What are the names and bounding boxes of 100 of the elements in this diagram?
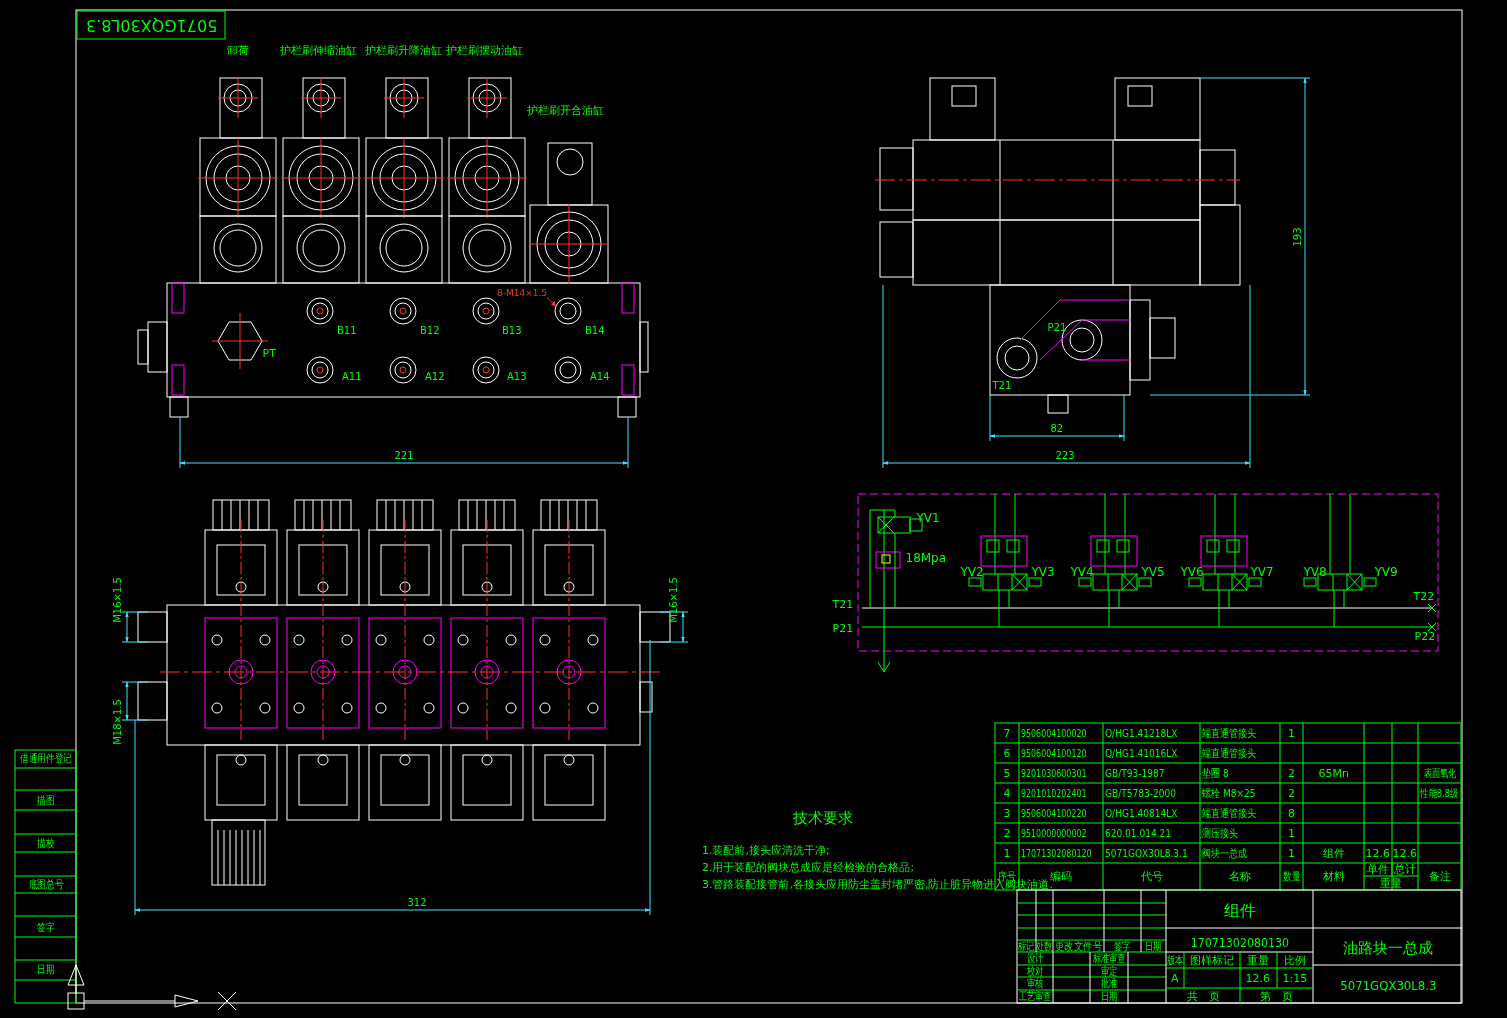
table-entry: 620.01.014.21 bbox=[1105, 827, 1171, 839]
valve-label: YV6 bbox=[1180, 566, 1204, 578]
part-title: 护栏刷伸缩油缸 bbox=[279, 44, 357, 56]
port-label: B13 bbox=[502, 326, 522, 336]
form-label: 描校 bbox=[37, 837, 55, 849]
note-text: 1.装配前,接头应清洗干净; bbox=[702, 844, 830, 856]
form-label: 比例 bbox=[1284, 954, 1306, 966]
valve-label: YV3 bbox=[1031, 566, 1055, 578]
table-entry: 9510000000002 bbox=[1021, 827, 1087, 839]
port-label: A13 bbox=[507, 372, 527, 382]
part-title: 护栏刷摆动油缸 bbox=[445, 44, 523, 56]
table-entry: 8 bbox=[1288, 807, 1295, 819]
table-entry: 9506004100120 bbox=[1021, 747, 1087, 759]
port-label: T21 bbox=[832, 598, 854, 610]
form-label: 处数 bbox=[1035, 940, 1053, 952]
table-entry: 7 bbox=[1003, 727, 1011, 739]
title-text: 17071302080130 bbox=[1190, 935, 1290, 949]
table-entry: Q/HG1.41016LX bbox=[1105, 747, 1178, 759]
valve-label: YV2 bbox=[960, 566, 984, 578]
port-label: T22 bbox=[1413, 590, 1435, 602]
form-label: 日期 bbox=[1100, 990, 1118, 1002]
form-label: 更改文件号 bbox=[1054, 940, 1102, 952]
table-header: 材料 bbox=[1322, 870, 1345, 882]
note-text: 2.用于装配的阀块总成应是经检验的合格品; bbox=[702, 861, 915, 873]
table-entry: 阀块一总成 bbox=[1202, 847, 1248, 859]
table-entry: 12.6 bbox=[1365, 847, 1390, 859]
table-entry: Q/HG1.40814LX bbox=[1105, 807, 1178, 819]
table-entry: Q/HG1.41218LX bbox=[1105, 727, 1178, 739]
table-header: 数量 bbox=[1282, 870, 1301, 882]
part-title: 护栏刷开合油缸 bbox=[526, 104, 604, 116]
form-label: 审定 bbox=[1100, 965, 1118, 977]
form-label: 批准 bbox=[1100, 977, 1118, 989]
table-entry: 表面氧化 bbox=[1423, 767, 1456, 779]
dimension-text: 312 bbox=[407, 898, 427, 908]
form-label: 校对 bbox=[1026, 965, 1044, 977]
title-text: 组件 bbox=[1224, 903, 1256, 919]
port-label: T21 bbox=[992, 381, 1012, 391]
valve-label: YV9 bbox=[1374, 566, 1398, 578]
table-entry: 3 bbox=[1003, 807, 1011, 819]
table-entry: 5 bbox=[1003, 767, 1011, 779]
table-entry: 性能8.8级 bbox=[1420, 787, 1459, 799]
form-value: 12.6 bbox=[1245, 972, 1270, 984]
form-label: 标记 bbox=[1017, 940, 1035, 952]
form-label: 签字 bbox=[37, 921, 55, 933]
port-label: A12 bbox=[425, 372, 445, 382]
table-entry: 端直通管接头 bbox=[1202, 807, 1257, 819]
title-text: 油路块一总成 bbox=[1343, 940, 1433, 956]
form-label: 工艺审查 bbox=[1018, 990, 1052, 1002]
valve-label: YV4 bbox=[1070, 566, 1094, 578]
form-label: 共 页 bbox=[1186, 990, 1220, 1002]
part-title: 护栏刷升降油缸 bbox=[364, 44, 442, 56]
form-label: 审核 bbox=[1026, 977, 1044, 989]
port-opening bbox=[554, 297, 582, 325]
form-label: 图样标记 bbox=[1190, 954, 1234, 966]
table-entry: 9506004100220 bbox=[1021, 807, 1087, 819]
table-entry: 端直通管接头 bbox=[1202, 727, 1257, 739]
title-text: 5071GQX30L8.3 bbox=[1339, 978, 1436, 992]
table-entry: 9506004100020 bbox=[1021, 727, 1087, 739]
table-entry: 2 bbox=[1003, 827, 1011, 839]
pressure-label: 18Mpa bbox=[905, 552, 947, 564]
table-header: 名称 bbox=[1229, 870, 1251, 882]
port-label: P22 bbox=[1414, 630, 1436, 642]
valve-label: YV1 bbox=[916, 512, 940, 524]
table-header: 编码 bbox=[1050, 870, 1072, 882]
port-label: B11 bbox=[337, 326, 357, 336]
table-entry: 1 bbox=[1003, 847, 1011, 859]
table-entry: 螺栓 M8×25 bbox=[1202, 787, 1256, 799]
port-label: B12 bbox=[420, 326, 440, 336]
form-label: 设计 bbox=[1026, 952, 1044, 964]
table-entry: 测压接头 bbox=[1202, 827, 1239, 839]
dimension-text: M18×1.5 bbox=[112, 699, 123, 745]
table-entry: 65Mn bbox=[1318, 767, 1349, 779]
table-entry: 2 bbox=[1288, 767, 1295, 779]
port-label: PT bbox=[262, 347, 276, 359]
table-entry: 垫圈 8 bbox=[1202, 767, 1229, 779]
table-entry: 9201010202401 bbox=[1021, 787, 1087, 799]
table-entry: 1 bbox=[1288, 827, 1295, 839]
form-label: 重量 bbox=[1247, 954, 1269, 966]
form-label: 日期 bbox=[1144, 940, 1162, 952]
form-value: A bbox=[1171, 972, 1179, 984]
table-entry: 1 bbox=[1288, 727, 1295, 739]
valve-label: YV8 bbox=[1303, 566, 1327, 578]
callout-text: 8-M14×1.5 bbox=[497, 288, 548, 298]
form-label: 签字 bbox=[1113, 940, 1131, 952]
dimension-text: 193 bbox=[1292, 227, 1303, 247]
port-label: P21 bbox=[832, 622, 854, 634]
form-label: 借通用件登记 bbox=[20, 752, 72, 764]
dimension-text: 82 bbox=[1050, 424, 1064, 434]
table-header: 总计 bbox=[1394, 863, 1416, 875]
form-value: 1:15 bbox=[1282, 972, 1308, 984]
table-entry: GB/T93-1987 bbox=[1105, 767, 1165, 779]
form-label: 标准审查 bbox=[1092, 952, 1126, 964]
form-label: 第 页 bbox=[1259, 990, 1293, 1002]
part-title: 卸荷 bbox=[227, 44, 249, 56]
dimension-text: M16×1.5 bbox=[668, 577, 679, 623]
form-label: 描图 bbox=[37, 794, 55, 806]
form-label: 日期 bbox=[37, 963, 55, 975]
form-label: 底图总号 bbox=[28, 878, 64, 890]
notes-heading: 技术要求 bbox=[793, 810, 853, 826]
table-header: 备注 bbox=[1428, 870, 1451, 882]
